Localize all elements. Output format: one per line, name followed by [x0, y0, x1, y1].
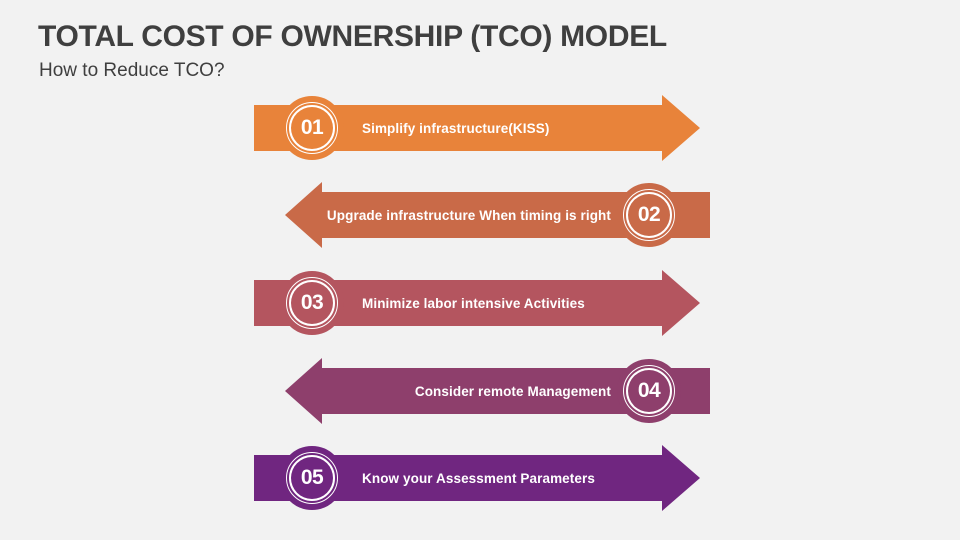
badge-core-icon: [291, 457, 333, 499]
badge-inner-ring-icon: [287, 278, 337, 328]
step-badge-03[interactable]: 03: [280, 271, 344, 335]
step-row-01[interactable]: 01 Simplify infrastructure(KISS): [0, 85, 960, 171]
step-badge-02[interactable]: 02: [617, 183, 681, 247]
step-row-02[interactable]: 02 Upgrade infrastructure When timing is…: [0, 172, 960, 258]
badge-inner-ring-icon: [624, 190, 674, 240]
badge-inner-ring-icon: [287, 103, 337, 153]
step-label-03: Minimize labor intensive Activities: [362, 295, 585, 311]
arrow-shape-left-04: [285, 358, 710, 424]
badge-core-icon: [628, 370, 670, 412]
badge-inner-ring-icon: [624, 366, 674, 416]
arrow-shape-left-02: [285, 182, 710, 248]
step-label-01: Simplify infrastructure(KISS): [362, 120, 550, 136]
badge-core-icon: [628, 194, 670, 236]
arrow-shape-right-03: [254, 270, 700, 336]
step-number-04: 04: [637, 379, 661, 402]
badge-core-icon: [291, 282, 333, 324]
step-number-01: 01: [300, 116, 324, 139]
arrow-shape-right-01: [254, 95, 700, 161]
step-badge-01[interactable]: 01: [280, 96, 344, 160]
step-label-02: Upgrade infrastructure When timing is ri…: [326, 207, 611, 223]
step-badge-05[interactable]: 05: [280, 446, 344, 510]
step-label-04: Consider remote Management: [414, 383, 611, 399]
page-subtitle: How to Reduce TCO?: [39, 60, 225, 81]
page-title: TOTAL COST OF OWNERSHIP (TCO) MODEL: [38, 20, 667, 53]
badge-core-icon: [291, 107, 333, 149]
step-label-05: Know your Assessment Parameters: [362, 470, 595, 486]
arrow-shape-right-05: [254, 445, 700, 511]
step-number-05: 05: [300, 466, 324, 489]
step-number-02: 02: [637, 203, 661, 226]
step-row-05[interactable]: 05 Know your Assessment Parameters: [0, 435, 960, 521]
step-row-03[interactable]: 03 Minimize labor intensive Activities: [0, 260, 960, 346]
badge-inner-ring-icon: [287, 453, 337, 503]
step-badge-04[interactable]: 04: [617, 359, 681, 423]
step-number-03: 03: [300, 291, 324, 314]
step-row-04[interactable]: 04 Consider remote Management: [0, 348, 960, 434]
